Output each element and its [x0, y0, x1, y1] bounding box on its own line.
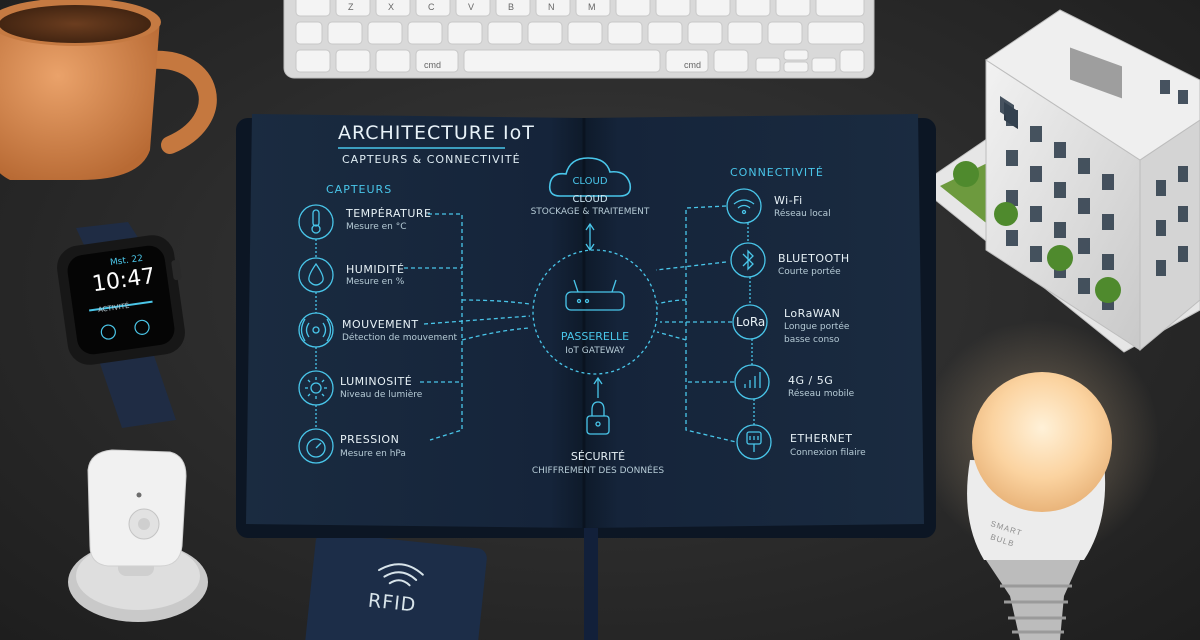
cloud-label: CLOUD	[572, 194, 608, 205]
gauge-icon	[298, 428, 334, 464]
diagram-title: ARCHITECTURE IoT	[338, 122, 535, 144]
bookmark-ribbon	[584, 528, 598, 640]
connectivity-desc2-lorawan: basse conso	[784, 335, 840, 345]
notebook	[236, 114, 936, 640]
connectivity-label-lorawan: LoRaWAN	[784, 307, 841, 320]
sensors-heading: CAPTEURS	[326, 183, 393, 196]
connectivity-desc-wifi: Réseau local	[774, 209, 831, 219]
connectivity-desc-bluetooth: Courte portée	[778, 267, 841, 277]
key-cmd-left: cmd	[424, 60, 442, 70]
sensor-desc-humidity: Mesure en %	[346, 277, 405, 287]
lock-icon	[586, 401, 610, 435]
coffee-mug	[0, 0, 217, 180]
keyboard	[283, 0, 875, 79]
key-x: X	[388, 2, 395, 12]
connectivity-desc-ethernet: Connexion filaire	[790, 448, 866, 458]
bluetooth-icon	[730, 242, 766, 278]
iot-diagram	[298, 157, 772, 464]
key-v: V	[468, 2, 475, 12]
key-c: C	[428, 2, 435, 12]
smart-bulb	[920, 320, 1160, 640]
key-n: N	[548, 2, 555, 12]
connectivity-label-bluetooth: BLUETOOTH	[778, 252, 850, 265]
key-m: M	[588, 2, 596, 12]
sensor-desc-light: Niveau de lumière	[340, 390, 423, 400]
cloud-desc: STOCKAGE & TRAITEMENT	[530, 207, 650, 217]
security-label: SÉCURITÉ	[570, 450, 626, 463]
cloud-icon-label: CLOUD	[572, 176, 608, 187]
sensor-desc-temperature: Mesure en °C	[346, 222, 407, 232]
connectivity-desc-lorawan: Longue portée	[784, 322, 850, 332]
sensor-label-motion: MOUVEMENT	[342, 318, 419, 331]
diagram-subtitle: CAPTEURS & CONNECTIVITÉ	[342, 153, 521, 166]
connectivity-label-ethernet: ETHERNET	[790, 432, 853, 445]
motion-sensor-device	[68, 449, 208, 622]
sensor-desc-motion: Détection de mouvement	[342, 333, 458, 343]
building-model	[917, 9, 1200, 353]
ethernet-plug-icon	[736, 424, 772, 460]
lora-icon	[732, 304, 768, 340]
security-desc: CHIFFREMENT DES DONNÉES	[531, 466, 665, 476]
sensor-label-temperature: TEMPÉRATURE	[346, 207, 432, 220]
key-b: B	[508, 2, 515, 12]
connectivity-label-cellular: 4G / 5G	[788, 374, 834, 387]
gateway-icon	[532, 249, 658, 375]
connectivity-label-wifi: Wi-Fi	[774, 194, 803, 207]
sensor-label-humidity: HUMIDITÉ	[346, 263, 405, 276]
connectivity-heading: CONNECTIVITÉ	[730, 166, 824, 179]
rfid-card	[305, 532, 487, 640]
connectivity-desc-cellular: Réseau mobile	[788, 389, 855, 399]
cloud-icon	[548, 157, 632, 197]
lora-icon-text: LoRa	[736, 315, 766, 329]
sensor-desc-pressure: Mesure en hPa	[340, 449, 406, 459]
wifi-icon	[726, 188, 762, 224]
smartwatch	[57, 222, 185, 428]
key-cmd-right: cmd	[684, 60, 702, 70]
sensor-label-light: LUMINOSITÉ	[340, 375, 413, 388]
key-z: Z	[348, 2, 354, 12]
sensor-label-pressure: PRESSION	[340, 433, 400, 446]
gateway-label: PASSERELLE	[560, 330, 630, 343]
tree	[953, 161, 1121, 303]
gateway-desc: IoT GATEWAY	[565, 346, 625, 356]
